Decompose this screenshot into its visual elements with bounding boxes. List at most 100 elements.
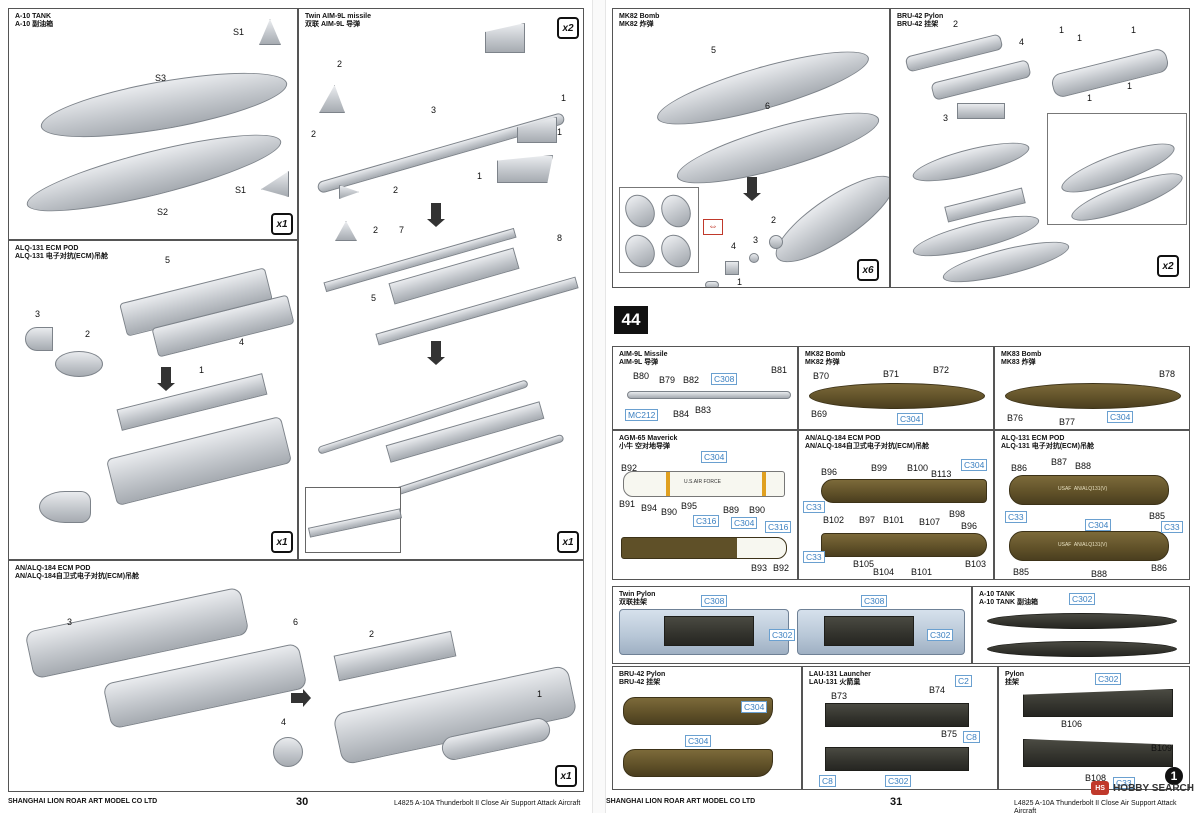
panel-title: LAU-131 Launcher LAU-131 火箭巢 — [809, 671, 871, 687]
decal-b99: B99 — [871, 463, 888, 473]
fin-upper-left — [319, 85, 345, 113]
color-c304-bottom: C304 — [685, 735, 712, 747]
step-arrow-down — [743, 177, 761, 201]
panel-mk82: MK82 Bomb MK82 炸弹 5 6 ⇔ 3 2 4 1 x6 — [612, 8, 890, 288]
decal-b106: B106 — [1061, 719, 1083, 729]
lau131-profile-top — [825, 703, 969, 727]
panel-title: BRU-42 Pylon BRU-42 挂架 — [897, 13, 943, 29]
decal-b101-bottom: B101 — [911, 567, 933, 577]
pylon-5 — [388, 247, 520, 305]
color-c302: C302 — [1069, 593, 1096, 605]
page-gutter — [592, 0, 606, 813]
label-1: 1 — [737, 277, 743, 287]
label-3: 3 — [431, 105, 437, 115]
panel-a10-tank: A-10 TANK A-10 副油箱 S1 S3 S1 S2 x1 — [8, 8, 298, 240]
tank-profile-top — [987, 613, 1177, 629]
pylon-assembled — [1049, 47, 1171, 99]
color-c304: C304 — [1107, 411, 1134, 423]
title-en: MK83 Bomb — [1001, 351, 1042, 358]
label-6: 6 — [765, 101, 771, 111]
color-c308: C308 — [711, 373, 738, 385]
fuze-part-2 — [769, 235, 783, 249]
title-en: AN/ALQ-184 ECM POD — [15, 565, 91, 572]
pylon-half-2 — [904, 33, 1004, 73]
color-c316-left: C316 — [693, 515, 720, 527]
decal-b89: B89 — [723, 505, 740, 515]
step-number: 44 — [614, 306, 648, 334]
missile-profile — [627, 391, 791, 399]
label-1a: 1 — [561, 93, 567, 103]
title-en: Twin AIM-9L missile — [305, 13, 371, 20]
decal-b87: B87 — [1051, 457, 1068, 467]
title-en: MK82 Bomb — [805, 351, 846, 358]
fuze-3 — [619, 229, 661, 273]
decal-b71: B71 — [883, 369, 900, 379]
pod-profile-top: USAF AN/ALQ131(V) — [1009, 475, 1169, 505]
label-1a: 1 — [1059, 25, 1065, 35]
panel-title: A-10 TANK A-10 副油箱 — [15, 13, 53, 29]
title-cn: ALQ-131 电子对抗(ECM)吊舱 — [15, 253, 108, 260]
title-cn: ALQ-131 电子对抗(ECM)吊舱 — [1001, 443, 1094, 450]
decal-b84: B84 — [673, 409, 690, 419]
decal-b86-top: B86 — [1011, 463, 1028, 473]
label-s1-bottom: S1 — [235, 185, 247, 195]
decal-b107: B107 — [919, 517, 941, 527]
decal-b98: B98 — [949, 509, 966, 519]
title-cn: AIM-9L 导弹 — [619, 359, 659, 366]
quantity-x2: x2 — [557, 17, 579, 39]
pod-nose-4 — [273, 737, 303, 767]
decal-b73: B73 — [831, 691, 848, 701]
maverick-yellow-band — [666, 472, 670, 496]
title-en: BRU-42 Pylon — [897, 13, 944, 20]
panel-title: BRU-42 Pylon BRU-42 挂架 — [619, 671, 665, 687]
pod-stencil-top: USAF AN/ALQ131(V) — [1058, 486, 1108, 492]
tank-fin-s1-top — [259, 19, 281, 45]
panel-title: Pylon 挂架 — [1005, 671, 1024, 687]
nose-cone-2 — [55, 351, 103, 377]
bomb-profile — [809, 383, 985, 409]
title-cn: MK82 炸弹 — [619, 21, 654, 28]
maverick-white-profile: U.S.AIR FORCE — [623, 471, 785, 497]
decal-b75: B75 — [941, 729, 958, 739]
watermark-text: HOBBY SEARCH — [1113, 782, 1194, 794]
color-c302-right: C302 — [927, 629, 954, 641]
decal-panel-mk82: MK82 Bomb MK82 炸弹 B70 B71 B72 B69 C304 — [798, 346, 994, 430]
bru42-profile-bottom — [623, 749, 773, 777]
decal-panel-alq184: AN/ALQ-184 ECM POD AN/ALQ-184自卫式电子对抗(ECM… — [798, 430, 994, 580]
watermark-logo-icon: HS — [1091, 781, 1110, 795]
decal-b96-bottom: B96 — [961, 521, 978, 531]
maverick-stencil: U.S.AIR FORCE — [684, 479, 721, 485]
panel-title: MK83 Bomb MK83 炸弹 — [1001, 351, 1041, 367]
quantity-x1: x1 — [271, 531, 293, 553]
decal-b91: B91 — [619, 499, 636, 509]
title-en: ALQ-131 ECM POD — [1001, 435, 1065, 442]
quantity-x1: x1 — [271, 213, 293, 235]
label-s2: S2 — [157, 207, 169, 217]
tank-profile-bottom — [987, 641, 1177, 657]
pod-assembled — [105, 415, 293, 507]
footer-product: L4825 A-10A Thunderbolt II Close Air Sup… — [1014, 800, 1177, 813]
bomb-1 — [909, 134, 1033, 190]
title-en: AGM-65 Maverick — [619, 435, 678, 442]
label-2b: 2 — [311, 129, 317, 139]
title-cn: 小牛 空对地导弹 — [619, 443, 670, 450]
decal-b97: B97 — [859, 515, 876, 525]
color-c304: C304 — [1085, 519, 1112, 531]
footer-company: SHANGHAI LION ROAR ART MODEL CO LTD — [8, 798, 158, 805]
decal-b83: B83 — [695, 405, 712, 415]
decal-b80: B80 — [633, 371, 650, 381]
pod-profile-bottom: USAF AN/ALQ131(V) — [1009, 531, 1169, 561]
panel-title: MK82 Bomb MK82 炸弹 — [805, 351, 845, 367]
fuze-1 — [619, 189, 661, 233]
label-2: 2 — [369, 629, 375, 639]
title-en: Pylon — [1005, 671, 1025, 678]
quantity-x6: x6 — [857, 259, 879, 281]
fuze-2 — [655, 189, 697, 233]
pod-top-1 — [116, 373, 268, 431]
fuze-detail-inset — [619, 187, 699, 273]
watermark: HS HOBBY SEARCH — [1091, 781, 1194, 795]
pod-profile-top — [821, 479, 987, 503]
decal-panel-aim9l: AIM-9L Missile AIM-9L 导弹 B80 B79 B82 B81… — [612, 346, 798, 430]
decal-b108: B108 — [1085, 773, 1107, 783]
decal-panel-agm65: AGM-65 Maverick 小牛 空对地导弹 U.S.AIR FORCE B… — [612, 430, 798, 580]
